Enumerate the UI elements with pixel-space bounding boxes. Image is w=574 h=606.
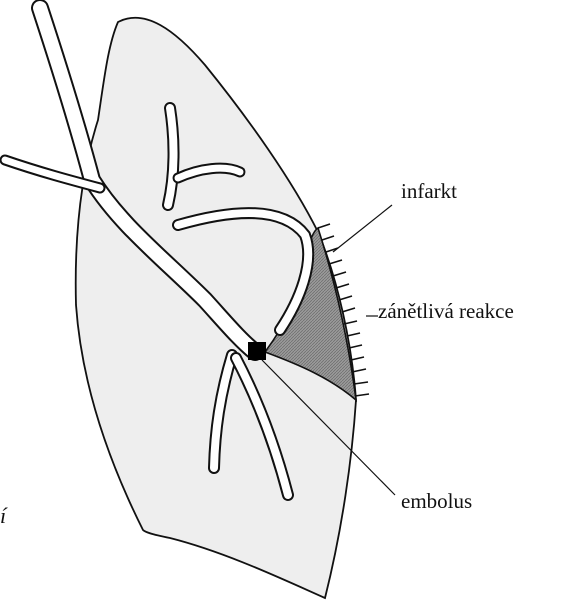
- embolus-block: [248, 342, 266, 360]
- leader-infarkt: [333, 205, 392, 252]
- margin-text-fragment: í: [0, 505, 6, 527]
- embolus-label: embolus: [401, 491, 472, 512]
- infarct-label: infarkt: [401, 181, 457, 202]
- inflammatory-reaction-label: zánětlivá reakce: [378, 301, 514, 322]
